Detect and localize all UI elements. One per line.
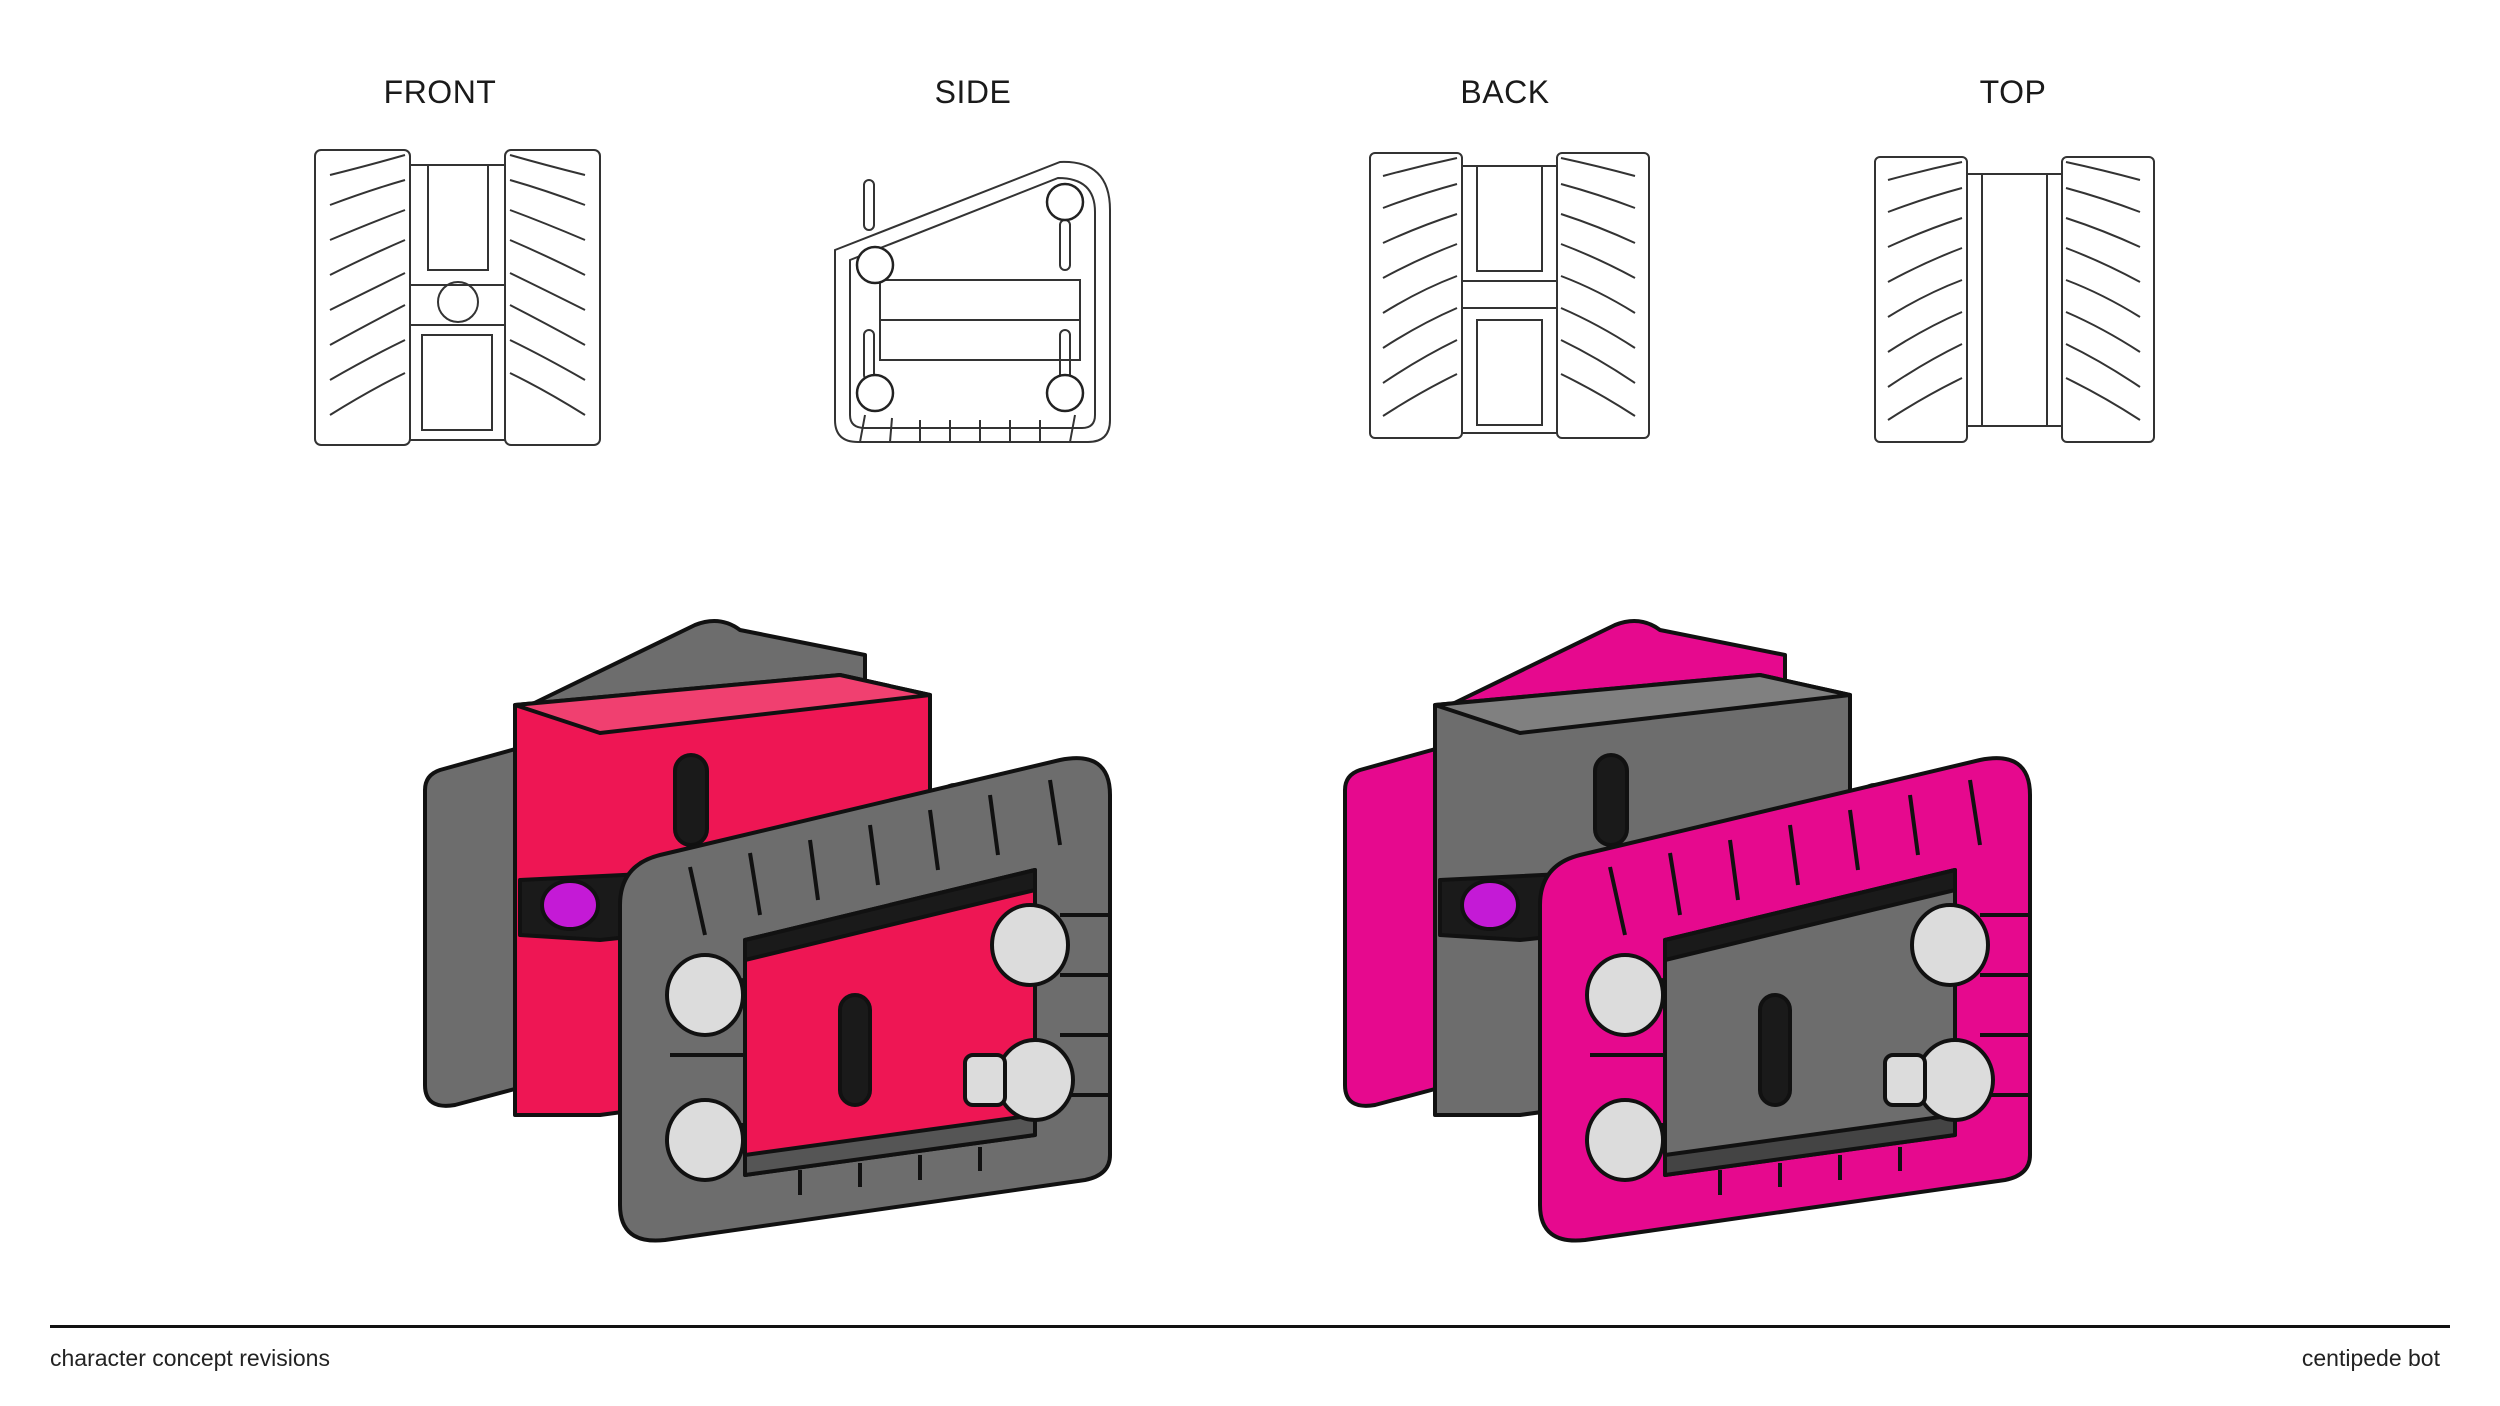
footer-caption-left: character concept revisions — [50, 1345, 330, 1371]
footer-caption-right: centipede bot — [2301, 1345, 2440, 1371]
back-view-sketch — [1365, 148, 1655, 443]
label-back: BACK — [1460, 74, 1550, 110]
side-view-sketch — [820, 150, 1120, 450]
label-front: FRONT — [383, 74, 497, 110]
centipede-bot-render-magenta — [1340, 615, 2040, 1245]
label-top: TOP — [1979, 74, 2047, 110]
front-view-sketch — [310, 145, 605, 450]
top-view-sketch — [1870, 152, 2160, 447]
footer-divider — [50, 1325, 2450, 1328]
centipede-bot-render-red — [420, 615, 1120, 1245]
label-side: SIDE — [934, 74, 1012, 110]
